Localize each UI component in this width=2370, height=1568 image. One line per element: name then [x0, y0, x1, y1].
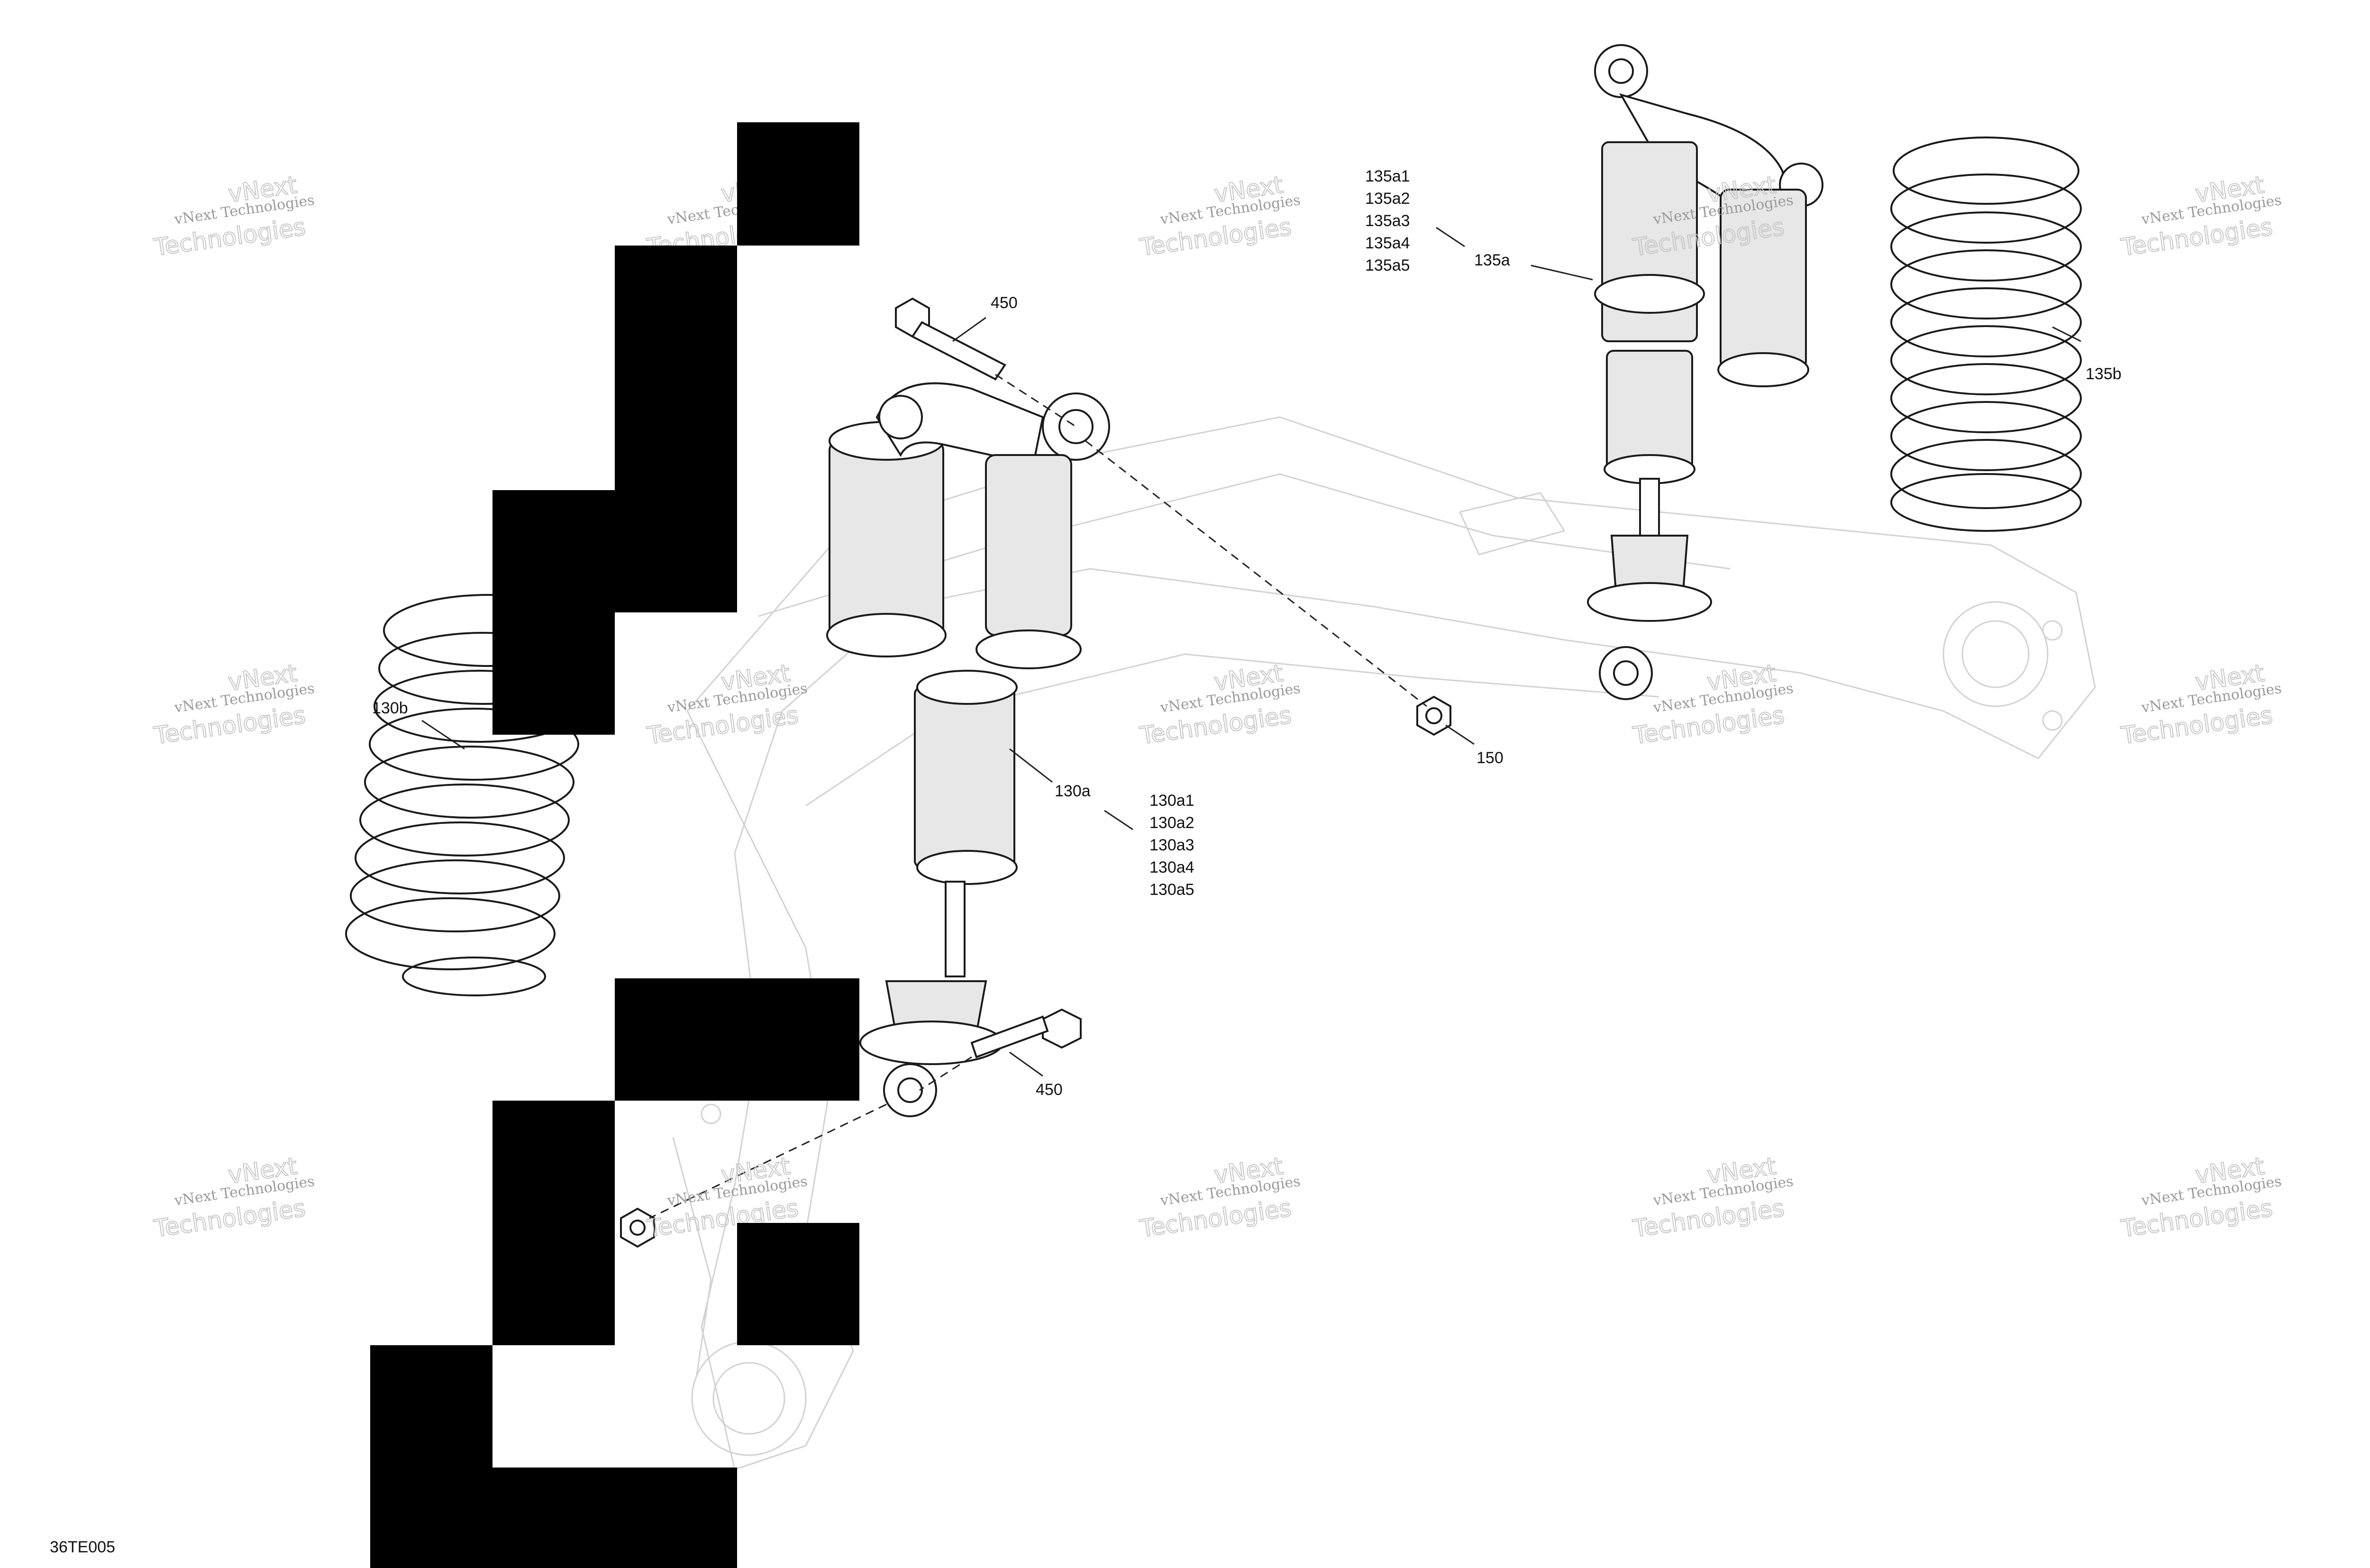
label-150: 150 [1477, 749, 1504, 767]
label-130b: 130b [372, 699, 408, 717]
nut-150 [1416, 695, 1451, 736]
label-130a: 130a [1055, 782, 1091, 800]
label-135a3: 135a3 [1365, 212, 1410, 230]
redaction-block [737, 1223, 859, 1345]
redaction-block [370, 1468, 737, 1568]
nut-lower-left [620, 1207, 655, 1248]
leader-130a [1009, 748, 1053, 783]
label-135a: 135a [1474, 251, 1510, 269]
coil-spring-135b [1890, 137, 2082, 532]
assembly-line-middle [1085, 440, 1427, 707]
redaction-block [615, 246, 737, 490]
leader-130a-list [1104, 810, 1133, 830]
redaction-block [370, 1345, 492, 1468]
shock-absorber-135a [1587, 44, 1823, 700]
label-135a1: 135a1 [1365, 167, 1410, 185]
leader-450-top [952, 317, 986, 342]
redaction-block [492, 1101, 615, 1345]
watermark-grid: vNext Technologies vNext Technologies vN… [152, 171, 2283, 1243]
label-450-bottom: 450 [1036, 1081, 1063, 1099]
label-130a4: 130a4 [1149, 858, 1194, 876]
leader-135b [2052, 326, 2081, 342]
assembly-line-bottom [919, 1056, 972, 1091]
leader-135a [1531, 264, 1593, 281]
redaction-block [737, 122, 859, 246]
label-130a1: 130a1 [1149, 792, 1194, 810]
label-130a3: 130a3 [1149, 836, 1194, 854]
label-130a5: 130a5 [1149, 881, 1194, 899]
redaction-block [492, 612, 615, 735]
label-135a2: 135a2 [1365, 190, 1410, 208]
assembly-line-top [995, 374, 1076, 428]
label-135a4: 135a4 [1365, 234, 1410, 252]
label-450-top: 450 [991, 294, 1018, 312]
bolt-450-bottom [970, 1008, 1082, 1058]
assembly-line-lower [649, 1103, 887, 1219]
leader-130b [421, 720, 465, 750]
label-130a2: 130a2 [1149, 814, 1194, 832]
redaction-block [615, 978, 859, 1101]
leader-450-bottom [1009, 1051, 1043, 1077]
redaction-blocks [370, 122, 859, 1568]
leader-135a-list [1436, 227, 1465, 247]
bolt-450-top [895, 297, 1006, 381]
leader-150 [1445, 724, 1475, 745]
label-135b: 135b [2086, 365, 2122, 383]
shock-absorber-130a [826, 382, 1110, 1117]
redaction-block [492, 490, 737, 612]
figure-code: 36TE005 [50, 1538, 115, 1556]
label-135a5: 135a5 [1365, 256, 1410, 274]
